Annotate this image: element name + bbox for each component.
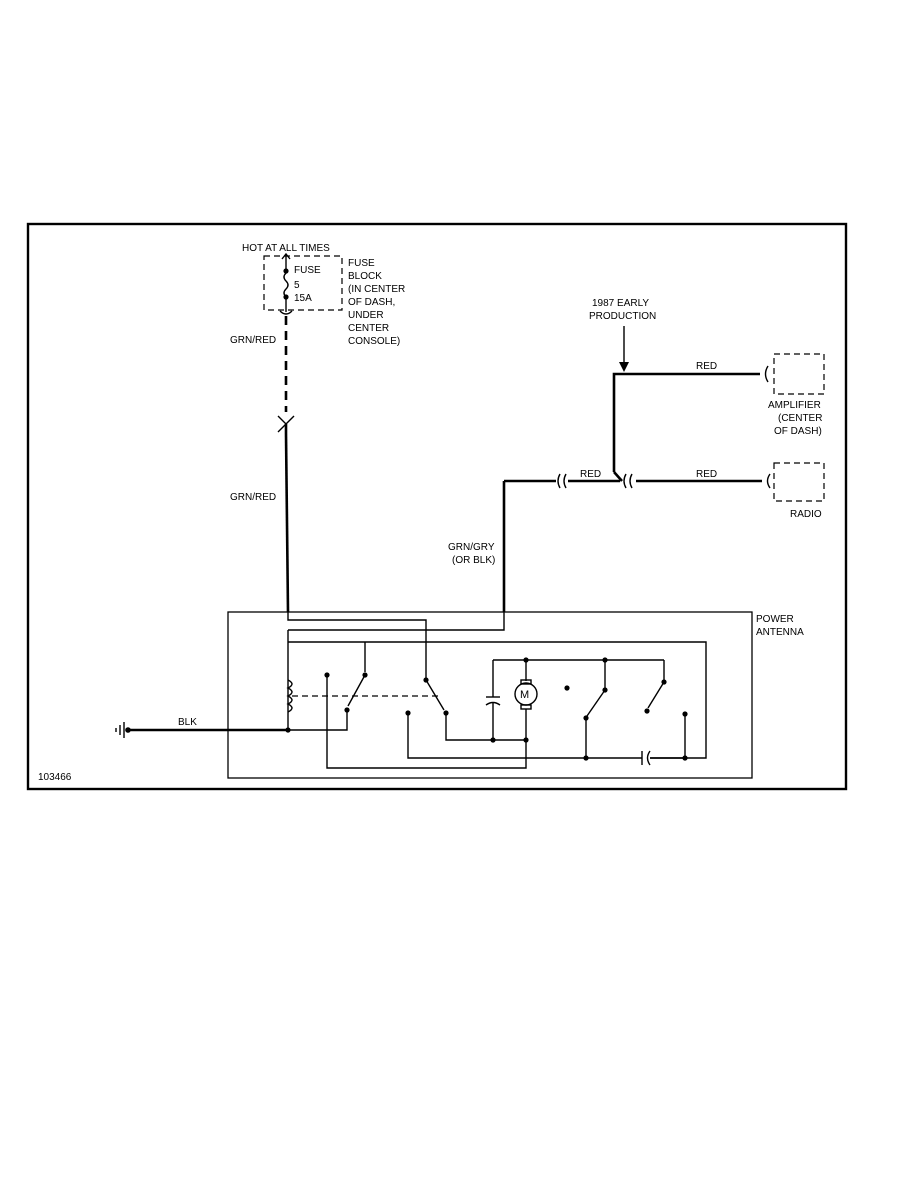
fuse-amps: 15A xyxy=(294,293,312,304)
wire-red-network: 1987 EARLY PRODUCTION RED RED RED xyxy=(504,298,771,489)
wire-label-red-amp: RED xyxy=(696,361,717,372)
wire-label-red-left: RED xyxy=(580,469,601,480)
wire-grn-gry: GRN/GRY (OR BLK) xyxy=(448,481,506,612)
hot-at-all-times-label: HOT AT ALL TIMES xyxy=(242,243,330,254)
wire-label-grn-red-top: GRN/RED xyxy=(230,335,276,346)
wire-label-blk: BLK xyxy=(178,717,197,728)
radio: RADIO xyxy=(773,462,825,520)
wire-label-grn-red-mid: GRN/RED xyxy=(230,492,276,503)
fuse-label: FUSE xyxy=(294,265,321,276)
fuse-element xyxy=(283,272,289,298)
radio-label: RADIO xyxy=(790,509,822,520)
amplifier: AMPLIFIER (CENTER OF DASH) xyxy=(768,353,825,437)
amplifier-label: AMPLIFIER (CENTER OF DASH) xyxy=(768,400,825,437)
ground-wire-blk: BLK xyxy=(115,717,291,738)
fuse-number: 5 xyxy=(294,280,300,291)
wire-label-grn-gry: GRN/GRY (OR BLK) xyxy=(448,542,497,566)
motor-label: M xyxy=(520,689,529,701)
power-antenna: POWER ANTENNA xyxy=(227,611,804,779)
fuse-block-label: FUSE BLOCK (IN CENTER OF DASH, UNDER CEN… xyxy=(348,258,408,347)
ground-icon xyxy=(115,722,125,738)
wire-grn-red: GRN/RED GRN/RED xyxy=(230,316,295,613)
diagram-frame xyxy=(26,222,848,791)
power-antenna-label: POWER ANTENNA xyxy=(756,614,804,638)
early-production-label: 1987 EARLY PRODUCTION xyxy=(589,298,656,322)
relay-coil xyxy=(286,679,293,713)
fuse-block: HOT AT ALL TIMES FUSE 5 15A FUSE BLOCK (… xyxy=(242,243,408,347)
figure-id: 103466 xyxy=(38,772,72,783)
wire-label-red-radio: RED xyxy=(696,469,717,480)
